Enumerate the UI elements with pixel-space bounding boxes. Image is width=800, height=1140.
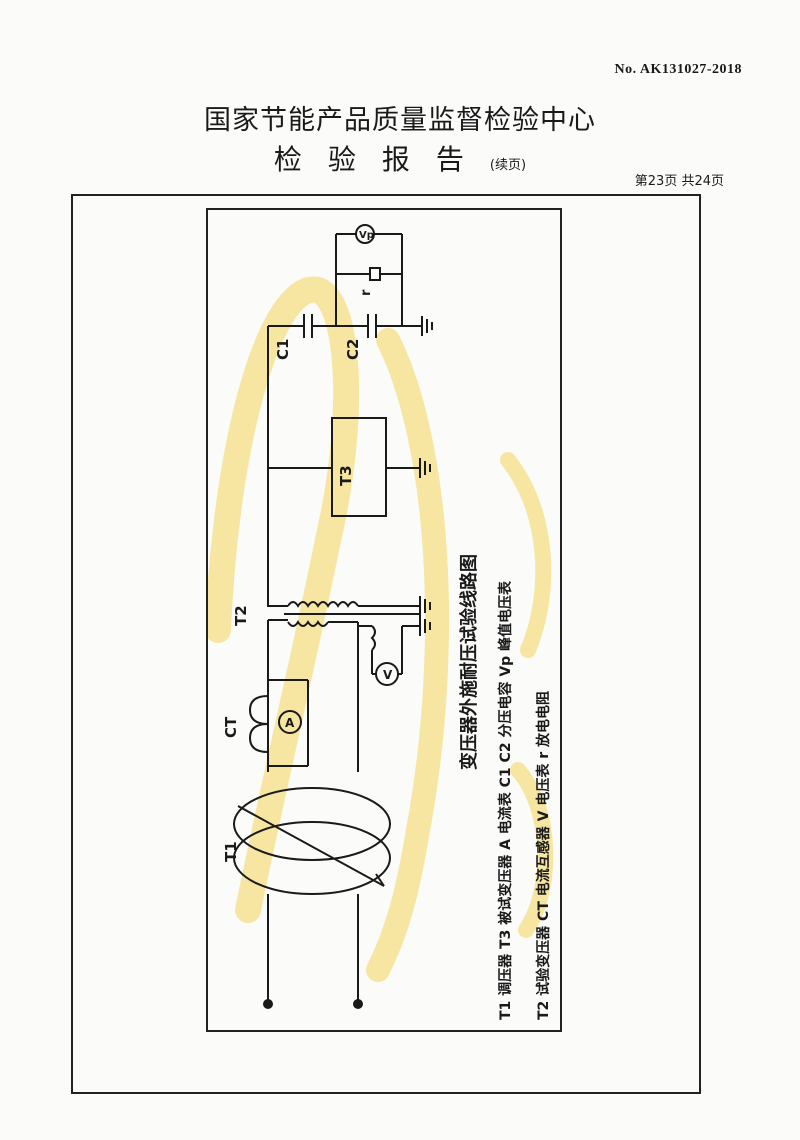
component-labels: C1 C2 r Vp T3 T2 CT A V T1 bbox=[222, 230, 393, 862]
label-ammeter: A bbox=[285, 716, 295, 730]
label-t1: T1 bbox=[222, 841, 240, 862]
page-indicator: 第23页 共24页 bbox=[634, 174, 724, 189]
circuit-wiring bbox=[233, 224, 433, 1000]
label-voltmeter: V bbox=[383, 668, 393, 682]
organization-name: 国家节能产品质量监督检验中心 bbox=[204, 105, 596, 136]
report-title-suffix: (续页) bbox=[489, 158, 527, 173]
report-title-row: 检验报告(续页) bbox=[0, 138, 800, 178]
diagram-outer-frame bbox=[71, 194, 701, 1094]
report-number: No. AK131027-2018 bbox=[614, 62, 742, 77]
legend-line-2: T2 试验变压器 CT 电流互感器 V 电压表 r 放电电阻 bbox=[535, 691, 552, 1020]
diagram-caption: 变压器外施耐压试验线路图 bbox=[458, 554, 480, 770]
label-vp-meter: Vp bbox=[359, 230, 374, 241]
legend-line-1: T1 调压器 T3 被试变压器 A 电流表 C1 C2 分压电容 Vp 峰值电压… bbox=[497, 580, 514, 1020]
label-c2: C2 bbox=[344, 339, 362, 360]
circuit-diagram: C1 C2 r Vp T3 T2 CT A V T1 变压器外施耐压试验线路图 … bbox=[208, 224, 554, 1020]
report-title: 检验报告 bbox=[273, 143, 490, 176]
terminal-dots bbox=[263, 999, 363, 1009]
circuit-diagram-frame: C1 C2 r Vp T3 T2 CT A V T1 变压器外施耐压试验线路图 … bbox=[206, 208, 562, 1032]
diagram-text: 变压器外施耐压试验线路图 T1 调压器 T3 被试变压器 A 电流表 C1 C2… bbox=[458, 554, 552, 1020]
label-r: r bbox=[359, 289, 374, 296]
label-t2: T2 bbox=[232, 605, 250, 626]
label-t3: T3 bbox=[337, 465, 355, 486]
label-ct: CT bbox=[222, 716, 240, 738]
label-c1: C1 bbox=[274, 339, 292, 360]
